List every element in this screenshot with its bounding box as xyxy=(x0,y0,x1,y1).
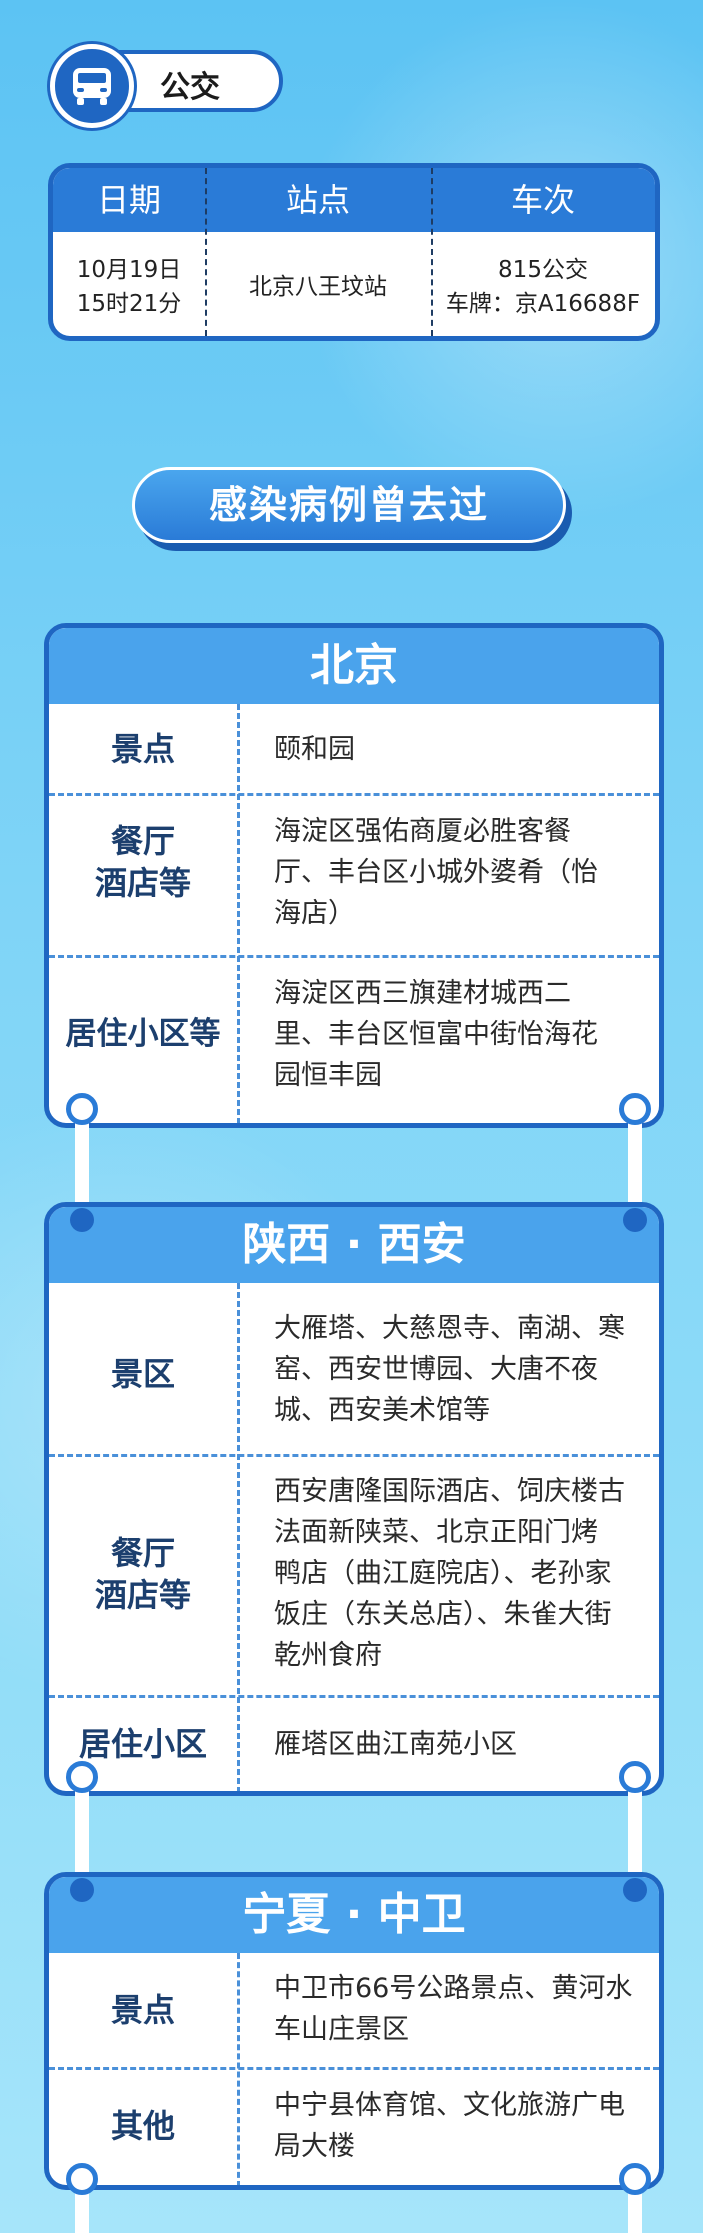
text-line: 车山庄景区 xyxy=(274,2014,409,2045)
text-line: 西安唐隆国际酒店、饲庆楼古 xyxy=(274,1476,625,1507)
ring-decoration xyxy=(66,2163,98,2195)
text-line: 乾州食府 xyxy=(274,1640,382,1671)
column-divider xyxy=(237,704,240,1123)
text-line: 城、西安美术馆等 xyxy=(274,1395,490,1426)
row-value: 雁塔区曲江南苑小区 xyxy=(274,1724,644,1765)
row-label: 其他 xyxy=(110,2107,175,2145)
card-beijing: 北京 景点 颐和园 餐厅 酒店等 海淀区强佑商厦必胜客餐 厅、丰台区小城外婆肴（… xyxy=(44,623,664,1128)
row-divider xyxy=(49,955,659,958)
cell-date: 10月19日 15时21分 xyxy=(53,253,205,321)
text-line: 里、丰台区恒富中街怡海花 xyxy=(274,1019,598,1050)
ring-decoration xyxy=(619,1761,651,1793)
row-label: 居住小区 xyxy=(78,1725,207,1763)
date-line-2: 15时21分 xyxy=(76,291,182,317)
row-label: 景区 xyxy=(110,1355,175,1393)
rivet-dot xyxy=(70,1208,94,1232)
label-line: 餐厅 xyxy=(110,822,175,860)
bus-icon xyxy=(50,44,134,128)
cell-station: 北京八王坟站 xyxy=(249,274,387,300)
rivet-dot xyxy=(70,1878,94,1902)
row-divider xyxy=(49,1454,659,1457)
row-value: 海淀区西三旗建材城西二 里、丰台区恒富中街怡海花 园恒丰园 xyxy=(274,973,644,1096)
label-line: 餐厅 xyxy=(110,1534,175,1572)
column-divider xyxy=(237,1953,240,2185)
chain-connector xyxy=(628,1110,642,1220)
text-line: 海店） xyxy=(274,898,355,929)
text-line: 颐和园 xyxy=(274,734,355,765)
row-label: 餐厅 酒店等 xyxy=(49,820,237,904)
text-line: 局大楼 xyxy=(274,2131,355,2162)
card-title: 北京 xyxy=(49,628,659,704)
text-line: 窑、西安世博园、大唐不夜 xyxy=(274,1354,598,1385)
rivet-dot xyxy=(623,1878,647,1902)
row-divider xyxy=(49,2067,659,2070)
ring-decoration xyxy=(66,1093,98,1125)
rivet-dot xyxy=(623,1208,647,1232)
text-line: 法面新陕菜、北京正阳门烤 xyxy=(274,1517,598,1548)
text-line: 中卫市66号公路景点、黄河水 xyxy=(274,1973,633,2004)
label-line: 酒店等 xyxy=(94,864,191,902)
card-title: 宁夏 · 中卫 xyxy=(49,1877,659,1953)
ring-decoration xyxy=(619,2163,651,2195)
row-value: 西安唐隆国际酒店、饲庆楼古 法面新陕菜、北京正阳门烤 鸭店（曲江庭院店）、老孙家… xyxy=(274,1471,644,1676)
chain-connector xyxy=(75,1110,89,1220)
row-value: 海淀区强佑商厦必胜客餐 厅、丰台区小城外婆肴（怡 海店） xyxy=(274,811,644,934)
text-line: 厅、丰台区小城外婆肴（怡 xyxy=(274,857,598,888)
header-date: 日期 xyxy=(96,181,161,219)
text-line: 雁塔区曲江南苑小区 xyxy=(274,1729,517,1760)
text-line: 鸭店（曲江庭院店）、老孙家 xyxy=(274,1558,612,1589)
chain-connector xyxy=(75,1778,89,1888)
cell-route: 815公交 车牌：京A16688F xyxy=(431,253,655,321)
text-line: 中宁县体育馆、文化旅游广电 xyxy=(274,2090,625,2121)
header-station: 站点 xyxy=(285,181,350,219)
column-divider xyxy=(205,168,207,336)
row-divider xyxy=(49,793,659,796)
card-xian: 陕西 · 西安 景区 大雁塔、大慈恩寺、南湖、寒 窑、西安世博园、大唐不夜 城、… xyxy=(44,1202,664,1796)
row-value: 中宁县体育馆、文化旅游广电 局大楼 xyxy=(274,2085,644,2167)
column-divider xyxy=(431,168,433,336)
bus-label: 公交 xyxy=(160,70,220,105)
text-line: 饭庄（东关总店）、朱雀大街 xyxy=(274,1599,612,1630)
text-line: 海淀区强佑商厦必胜客餐 xyxy=(274,816,571,847)
bus-table-header: 日期 站点 车次 xyxy=(53,168,655,232)
header-route: 车次 xyxy=(510,181,575,219)
date-line-1: 10月19日 xyxy=(76,257,182,283)
row-value: 颐和园 xyxy=(274,729,644,770)
row-label: 景点 xyxy=(110,730,175,768)
row-value: 大雁塔、大慈恩寺、南湖、寒 窑、西安世博园、大唐不夜 城、西安美术馆等 xyxy=(274,1308,644,1431)
row-label: 景点 xyxy=(110,1991,175,2029)
row-value: 中卫市66号公路景点、黄河水 车山庄景区 xyxy=(274,1968,644,2050)
card-zhongwei: 宁夏 · 中卫 景点 中卫市66号公路景点、黄河水 车山庄景区 其他 中宁县体育… xyxy=(44,1872,664,2190)
ring-decoration xyxy=(619,1093,651,1125)
text-line: 园恒丰园 xyxy=(274,1060,382,1091)
chain-connector xyxy=(628,1778,642,1888)
route-line-2: 车牌：京A16688F xyxy=(445,291,641,317)
row-label: 居住小区等 xyxy=(65,1016,221,1052)
ring-decoration xyxy=(66,1761,98,1793)
card-title: 陕西 · 西安 xyxy=(49,1207,659,1283)
row-label: 餐厅 酒店等 xyxy=(49,1532,237,1616)
bus-table: 日期 站点 车次 10月19日 15时21分 北京八王坟站 815公交 车牌：京… xyxy=(48,163,660,341)
route-line-1: 815公交 xyxy=(498,257,588,283)
text-line: 海淀区西三旗建材城西二 xyxy=(274,978,571,1009)
row-divider xyxy=(49,1695,659,1698)
section-title: 感染病例曾去过 xyxy=(132,467,566,543)
text-line: 大雁塔、大慈恩寺、南湖、寒 xyxy=(274,1313,625,1344)
column-divider xyxy=(237,1283,240,1791)
label-line: 酒店等 xyxy=(94,1576,191,1614)
